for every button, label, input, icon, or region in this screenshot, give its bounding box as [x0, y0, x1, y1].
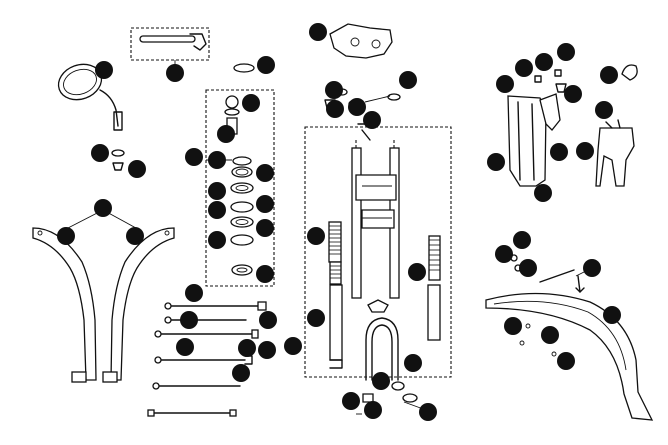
- callout-panel-bottom: [534, 184, 552, 202]
- callout-frame-right: [126, 227, 144, 245]
- callout-mirror-washer: [91, 144, 109, 162]
- callout-fork-leg: [307, 309, 325, 327]
- callout-bearing-3: [208, 182, 226, 200]
- callout-crown-bracket: [309, 23, 327, 41]
- callout-mirror: [95, 61, 113, 79]
- callout-headset-washer: [217, 125, 235, 143]
- control-cables: [147, 301, 267, 417]
- callout-fender: [603, 306, 621, 324]
- callout-panel-right: [576, 142, 594, 160]
- callout-bearing-8: [256, 265, 274, 283]
- callout-axle-nut-1: [372, 372, 390, 390]
- callout-bearing-1: [208, 151, 226, 169]
- callout-axle-nut-2: [342, 392, 360, 410]
- callout-stay-3: [519, 259, 537, 277]
- callout-headset-group: [185, 148, 203, 166]
- callout-hw-2: [535, 53, 553, 71]
- rear-view-mirror: [57, 63, 123, 131]
- callout-cable-2: [180, 311, 198, 329]
- callout-stay-rod: [583, 259, 601, 277]
- callout-fender-bolt-3: [557, 352, 575, 370]
- callout-bearing-6: [208, 231, 226, 249]
- callout-cable-3: [259, 311, 277, 329]
- callout-cable-1: [185, 284, 203, 302]
- callout-cable-6: [258, 341, 276, 359]
- grommet-clip: [534, 64, 638, 93]
- callout-lever-clamp: [166, 64, 184, 82]
- front-fender: [485, 292, 654, 421]
- lever-clamp: [130, 27, 210, 66]
- fork-crown-bracket: [329, 23, 393, 59]
- callout-fork-brace: [404, 354, 422, 372]
- callout-axle-cap: [419, 403, 437, 421]
- callout-bearing-5: [208, 201, 226, 219]
- callout-frame-left: [57, 227, 75, 245]
- callout-panel-left: [487, 153, 505, 171]
- callout-cable-group: [284, 337, 302, 355]
- fork-springs: [328, 221, 441, 285]
- callout-fender-bolt-1: [504, 317, 522, 335]
- callout-cable-7: [232, 364, 250, 382]
- callout-clip-right: [595, 101, 613, 119]
- fork-brace: [365, 299, 399, 381]
- callout-washer: [348, 98, 366, 116]
- callout-axle-washer: [364, 401, 382, 419]
- callout-hw-3: [557, 43, 575, 61]
- callout-clip: [399, 71, 417, 89]
- callout-fender-bolt-2: [541, 326, 559, 344]
- callout-bolt: [363, 111, 381, 129]
- rear-cover-panels: [507, 93, 635, 187]
- callout-spring-left: [307, 227, 325, 245]
- callout-bearing-2: [256, 164, 274, 182]
- callout-spring-right: [408, 263, 426, 281]
- callout-cable-5: [238, 339, 256, 357]
- callout-panel-top: [496, 75, 514, 93]
- mirror-mounting-hardware: [111, 149, 125, 171]
- callout-nut-1: [325, 81, 343, 99]
- callout-bearing-4: [256, 195, 274, 213]
- callout-stay-2: [495, 245, 513, 263]
- callout-bearing-7: [256, 219, 274, 237]
- rubber-plug: [233, 63, 255, 73]
- handlebar-y-frame: [32, 209, 175, 383]
- fender-stay-hardware: [510, 254, 591, 293]
- callout-stay-1: [513, 231, 531, 249]
- callout-rubber-plug: [257, 56, 275, 74]
- callout-grommet: [600, 66, 618, 84]
- callout-nut-2: [326, 100, 344, 118]
- callout-frame-top: [94, 199, 112, 217]
- callout-cable-4: [176, 338, 194, 356]
- callout-hw-1: [515, 59, 533, 77]
- callout-headset-nut: [242, 94, 260, 112]
- callout-mirror-nut: [128, 160, 146, 178]
- callout-panel-mid: [550, 143, 568, 161]
- callout-hw-4: [564, 85, 582, 103]
- front-fork: [304, 126, 452, 378]
